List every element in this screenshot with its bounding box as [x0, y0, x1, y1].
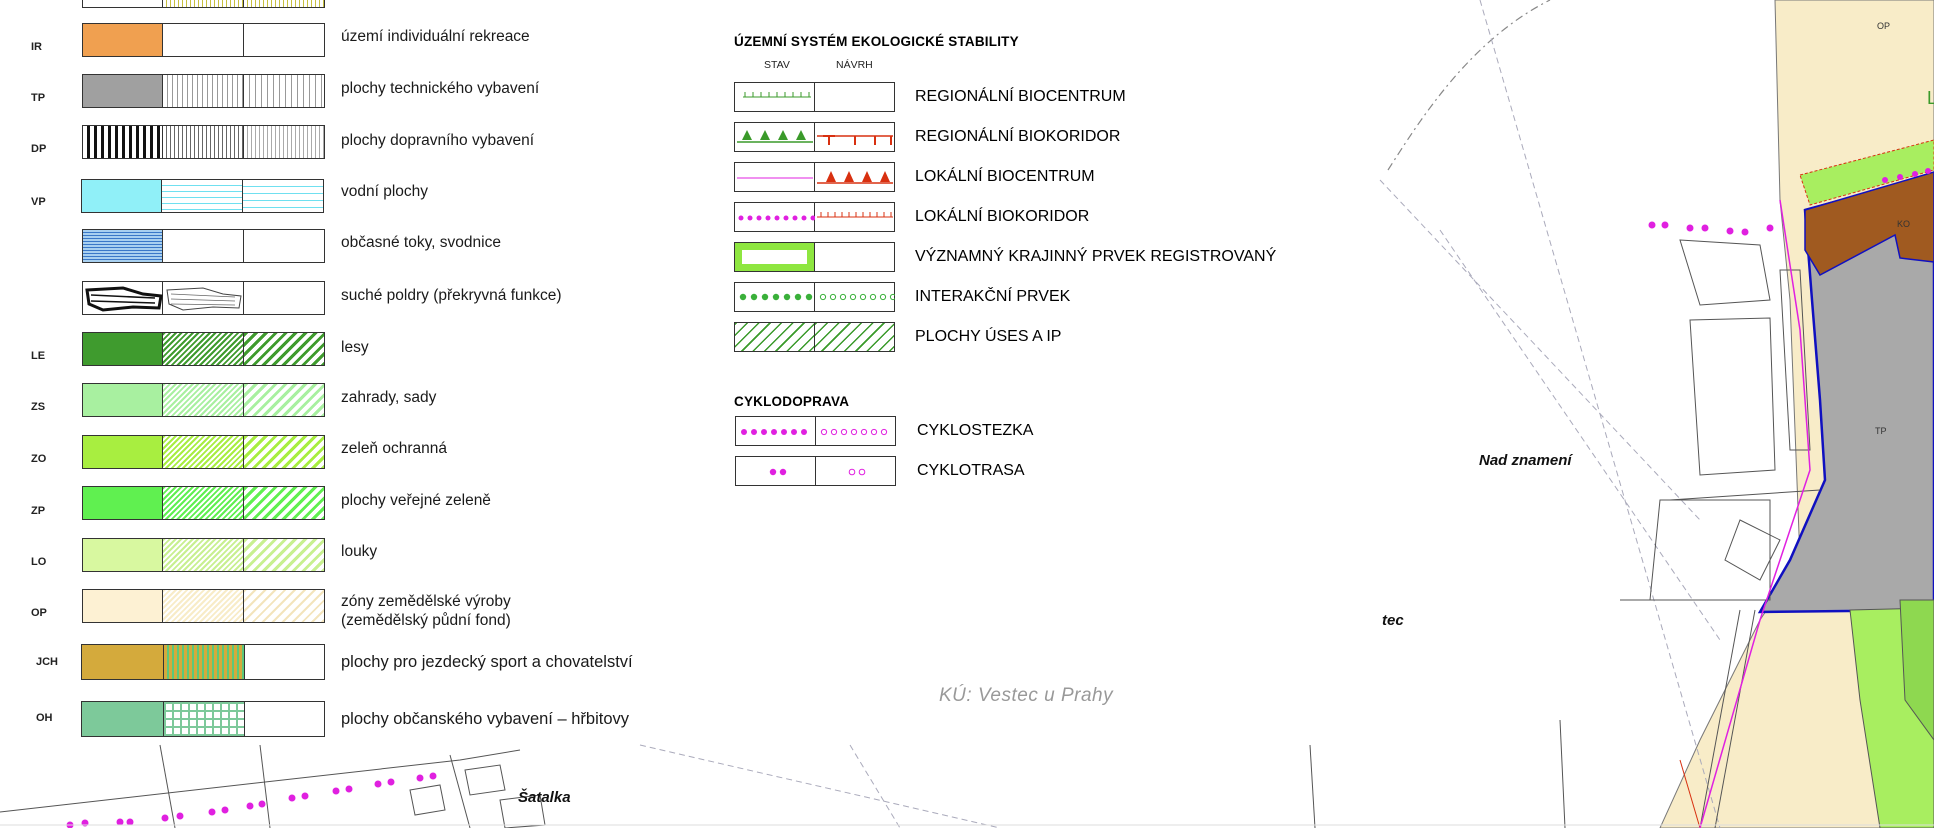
- label-local-biokoridor: LOKÁLNÍ BIOKORIDOR: [915, 208, 1090, 225]
- legend-code-le: LE: [31, 350, 46, 362]
- legend-label-poldry: suché poldry (překryvná funkce): [341, 287, 562, 304]
- uses-title: ÚZEMNÍ SYSTÉM EKOLOGICKÉ STABILITY: [734, 34, 1019, 49]
- col-navrh: NÁVRH: [836, 59, 873, 71]
- symbol-regional-biocentrum: [734, 82, 895, 112]
- cyklo-title: CYKLODOPRAVA: [734, 394, 850, 409]
- symbol-plochy-uses-ip: [734, 322, 895, 352]
- legend-code-vp: VP: [31, 196, 46, 208]
- legend-swatch-zo: [82, 435, 325, 469]
- legend-swatch-partial: [82, 0, 325, 8]
- legend-code-op: OP: [31, 607, 47, 619]
- symbol-interakcni-prvek: [734, 282, 896, 312]
- legend-swatch-tp: [82, 74, 325, 108]
- symbol-local-biokoridor: [734, 202, 895, 232]
- legend-swatch-oh: [81, 701, 325, 737]
- symbol-cyklostezka: [735, 416, 896, 446]
- legend-code-tp: TP: [31, 92, 46, 104]
- symbol-regional-biokoridor: [734, 122, 895, 152]
- legend-label-oh: plochy občanského vybavení – hřbitovy: [341, 710, 630, 728]
- map-label-tec: tec: [1382, 612, 1404, 629]
- legend-code-zp: ZP: [31, 505, 46, 517]
- legend-label-obcasne-toky: občasné toky, svodnice: [341, 234, 501, 251]
- legend-swatch-dp: [82, 125, 325, 159]
- label-local-biocentrum: LOKÁLNÍ BIOCENTRUM: [915, 168, 1095, 185]
- legend-code-zo: ZO: [31, 453, 47, 465]
- label-regional-biocentrum: REGIONÁLNÍ BIOCENTRUM: [915, 88, 1126, 105]
- legend-swatch-obcasne-toky: [82, 229, 325, 263]
- symbol-vkp-registrovany: [734, 242, 895, 272]
- col-stav: STAV: [764, 59, 790, 71]
- label-regional-biokoridor: REGIONÁLNÍ BIOKORIDOR: [915, 128, 1121, 145]
- legend-swatch-jch: [81, 644, 325, 680]
- map-label-satalka: Šatalka: [518, 789, 571, 806]
- legend-code-ir: IR: [31, 41, 42, 53]
- cadastre-label: KÚ: Vestec u Prahy: [939, 685, 1114, 706]
- legend-label-op: zóny zemědělské výroby (zemědělský půdní…: [341, 593, 511, 629]
- legend-label-vp: vodní plochy: [341, 183, 429, 200]
- legend-code-zs: ZS: [31, 401, 46, 413]
- legend-label-zo: zeleň ochranná: [341, 440, 447, 457]
- legend-code-lo: LO: [31, 556, 47, 568]
- legend-swatch-vp: [81, 179, 324, 213]
- map-code-op: OP: [1877, 21, 1891, 31]
- legend-label-lo: louky: [341, 543, 378, 560]
- map-label-l: L: [1927, 88, 1934, 108]
- legend-label-jch: plochy pro jezdecký sport a chovatelství: [341, 653, 633, 671]
- legend-swatch-op: [82, 589, 325, 623]
- legend-swatch-zs: [82, 383, 325, 417]
- map-code-ko: KO: [1897, 219, 1911, 229]
- map-code-tp: TP: [1875, 426, 1887, 436]
- legend-swatch-poldry: [82, 281, 325, 315]
- symbol-local-biocentrum: [734, 162, 895, 192]
- legend-swatch-le: [82, 332, 325, 366]
- label-cyklostezka: CYKLOSTEZKA: [917, 422, 1034, 439]
- legend-label-ir: území individuální rekreace: [341, 28, 530, 45]
- legend-label-zs: zahrady, sady: [341, 389, 437, 406]
- label-cyklotrasa: CYKLOTRASA: [917, 462, 1025, 479]
- map-label-nad-znameni: Nad znamení: [1479, 452, 1572, 469]
- legend-code-dp: DP: [31, 143, 47, 155]
- label-interakcni-prvek: INTERAKČNÍ PRVEK: [915, 288, 1071, 305]
- legend-label-le: lesy: [341, 339, 369, 356]
- legend-swatch-zp: [82, 486, 325, 520]
- legend-label-zp: plochy veřejné zeleně: [341, 492, 491, 509]
- legend-swatch-lo: [82, 538, 325, 572]
- legend-label-dp: plochy dopravního vybavení: [341, 132, 535, 149]
- legend-label-tp: plochy technického vybavení: [341, 80, 540, 97]
- legend-code-oh: OH: [36, 712, 53, 724]
- legend-swatch-ir: [82, 23, 325, 57]
- label-vkp-registrovany: VÝZNAMNÝ KRAJINNÝ PRVEK REGISTROVANÝ: [915, 248, 1277, 265]
- label-plochy-uses-ip: PLOCHY ÚSES A IP: [915, 328, 1062, 345]
- legend-code-jch: JCH: [36, 656, 59, 668]
- symbol-cyklotrasa: [735, 456, 896, 486]
